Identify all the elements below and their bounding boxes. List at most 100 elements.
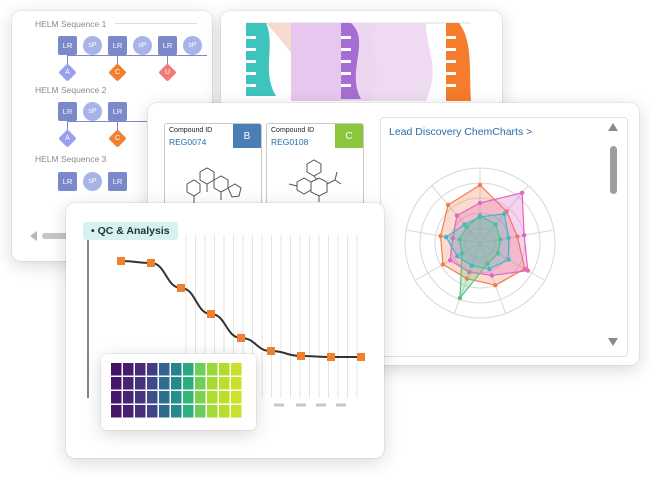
radar-point — [498, 237, 503, 242]
radar-point — [450, 236, 456, 241]
heatmap-card — [101, 354, 256, 430]
monomer-lr[interactable]: LR — [108, 172, 127, 191]
radar-point — [487, 266, 492, 272]
base-c[interactable]: C — [108, 129, 127, 148]
base-a[interactable]: A — [58, 129, 77, 148]
heatmap-cell — [171, 377, 182, 390]
heatmap-cell — [231, 377, 242, 390]
radar-point — [457, 295, 463, 301]
base-a[interactable]: A — [58, 63, 77, 82]
base-c[interactable]: C — [108, 63, 127, 82]
heatmap-cell — [123, 377, 134, 390]
radar-point — [440, 262, 446, 267]
data-point — [327, 353, 335, 361]
monomer-sp[interactable]: sP — [83, 36, 102, 55]
radar-point — [519, 190, 525, 195]
radar-point — [457, 237, 462, 242]
radar-chart — [404, 167, 556, 319]
heatmap-cell — [111, 363, 122, 376]
base-u[interactable]: U — [158, 63, 177, 82]
heatmap-cell — [219, 405, 230, 418]
heatmap-cell — [183, 405, 194, 418]
heatmap-cell — [123, 363, 134, 376]
profile-shapes-graphic — [246, 22, 471, 101]
chemcharts-panel: Lead Discovery ChemCharts > — [380, 117, 628, 357]
heatmap-cell — [111, 391, 122, 404]
radar-point — [464, 276, 470, 281]
radar-point — [477, 200, 483, 206]
radar-spoke — [479, 242, 507, 314]
monomer-sp[interactable]: sP — [133, 36, 152, 55]
radar-point — [477, 182, 483, 188]
monomer-lr[interactable]: LR — [108, 102, 127, 121]
chevron-right-icon: > — [526, 126, 533, 138]
helm-sequence-2-title: HELM Sequence 2 — [35, 85, 107, 95]
scroll-left-icon[interactable] — [30, 231, 37, 241]
data-point — [267, 347, 275, 355]
radar-point — [455, 253, 460, 259]
horizontal-scrollbar-thumb[interactable] — [42, 233, 72, 239]
heatmap-cell — [195, 405, 206, 418]
heatmap-cell — [159, 363, 170, 376]
radar-point — [493, 222, 498, 227]
heatmap-cell — [171, 405, 182, 418]
radar-point — [438, 233, 443, 239]
radar-point — [506, 257, 511, 262]
chemcharts-title[interactable]: Lead Discovery ChemCharts > — [389, 126, 533, 138]
heatmap-cell — [135, 391, 146, 404]
monomer-lr[interactable]: LR — [58, 36, 77, 55]
scroll-up-icon[interactable] — [608, 123, 618, 131]
scroll-down-icon[interactable] — [608, 338, 618, 346]
radar-point — [445, 202, 451, 208]
helm-link — [67, 55, 68, 65]
helm-divider-1 — [115, 23, 197, 24]
molecule-structure-icon — [288, 159, 342, 202]
data-point — [177, 284, 185, 292]
radar-spoke — [406, 229, 481, 244]
radar-point — [485, 261, 490, 266]
monomer-sp[interactable]: sP — [83, 172, 102, 191]
radar-point — [506, 235, 511, 241]
helm-link — [117, 121, 118, 131]
heatmap-cell — [183, 391, 194, 404]
radar-point — [495, 251, 501, 256]
compound-id-value[interactable]: REG0108 — [271, 137, 309, 147]
heatmap-cell — [195, 377, 206, 390]
compound-id-label: Compound ID — [169, 127, 213, 134]
helm-link — [117, 55, 118, 65]
radar-point — [459, 251, 465, 256]
radar-series — [458, 214, 502, 300]
monomer-lr[interactable]: LR — [108, 36, 127, 55]
monomer-lr[interactable]: LR — [58, 102, 77, 121]
radar-spoke — [414, 242, 481, 281]
radar-point — [521, 233, 527, 238]
series-line — [120, 260, 361, 358]
vertical-scrollbar-thumb[interactable] — [610, 146, 617, 194]
heatmap-cell — [135, 377, 146, 390]
heatmap-cell — [147, 363, 158, 376]
compound-id-value[interactable]: REG0074 — [169, 137, 207, 147]
heatmap-cell — [171, 363, 182, 376]
monomer-sp[interactable]: sP — [83, 102, 102, 121]
heatmap-cell — [183, 363, 194, 376]
radar-point — [502, 211, 507, 217]
molecule-structure-icon — [186, 167, 242, 204]
radar-point — [515, 234, 520, 239]
helm-sequence-3-title: HELM Sequence 3 — [35, 154, 107, 164]
helm-chain-line-2 — [67, 121, 147, 122]
qc-analysis-tag: • QC & Analysis — [83, 222, 178, 240]
data-point — [357, 353, 365, 361]
monomer-lr[interactable]: LR — [158, 36, 177, 55]
compound-id-label: Compound ID — [271, 127, 315, 134]
heatmap-cell — [207, 377, 218, 390]
heatmap-chart — [111, 363, 242, 418]
heatmap-cell — [207, 405, 218, 418]
data-point — [117, 257, 125, 265]
monomer-lr[interactable]: LR — [58, 172, 77, 191]
data-point — [207, 310, 215, 318]
radar-point — [525, 268, 531, 273]
monomer-sp[interactable]: sP — [183, 36, 202, 55]
radar-point — [477, 214, 483, 219]
heatmap-cell — [207, 363, 218, 376]
radar-point — [467, 269, 472, 275]
